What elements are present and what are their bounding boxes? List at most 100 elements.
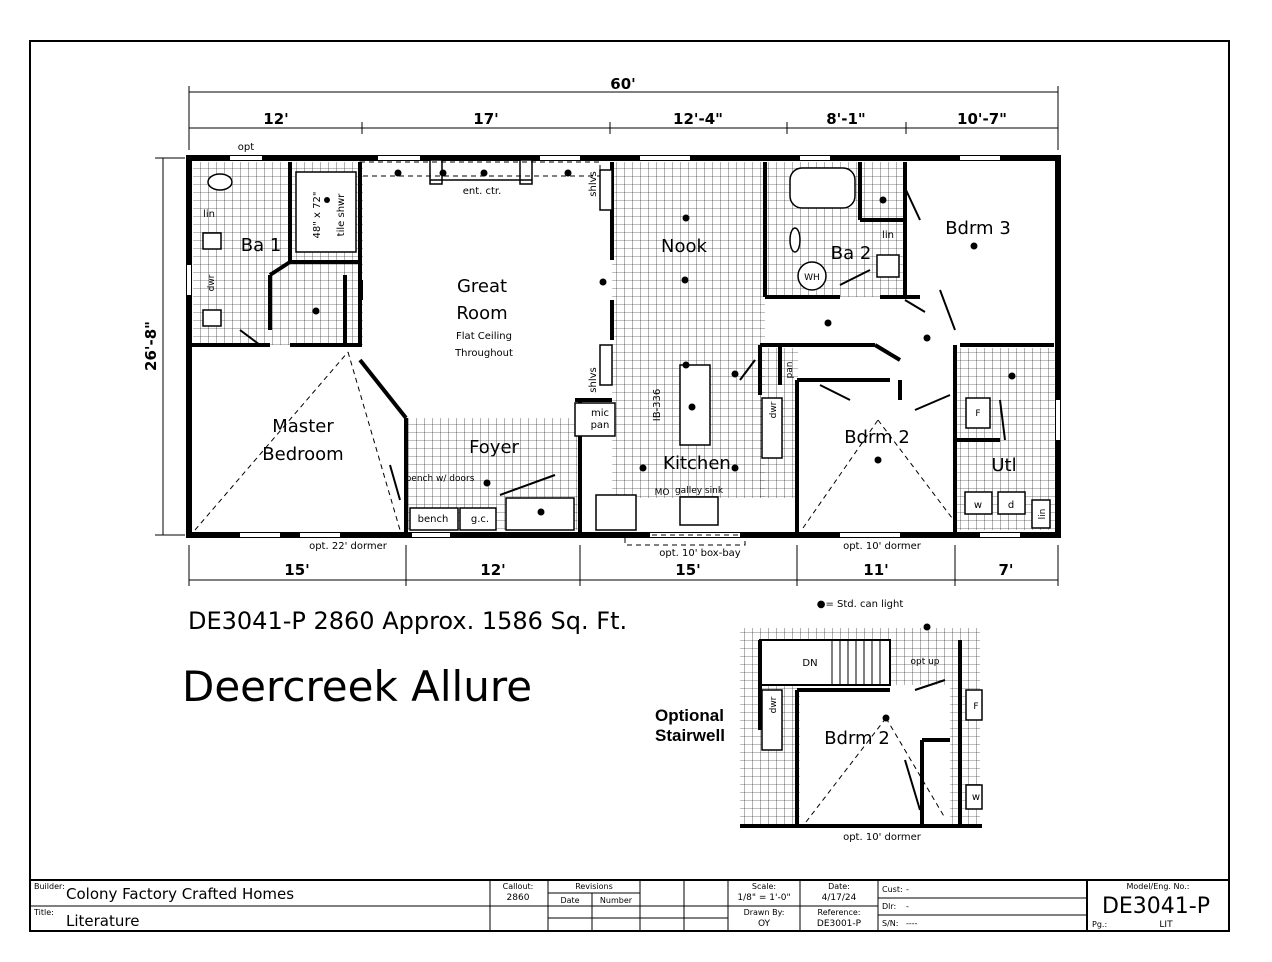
dim-depth: 26'-8" [142, 321, 160, 371]
dim-top-4: 8'-1" [826, 110, 866, 128]
note-box-bay: opt. 10' box-bay [659, 548, 741, 559]
room-bdrm3: Bdrm 3 [945, 218, 1011, 239]
room-ba2: Ba 2 [831, 243, 872, 264]
note-lin3: lin [1038, 509, 1048, 520]
inset-dormer: opt. 10' dormer [843, 832, 922, 843]
legend-can-light: ●= Std. can light [817, 599, 904, 610]
plan-name: Deercreek Allure [182, 662, 533, 711]
tb-cust: - [906, 885, 909, 894]
tb-builder-label: Builder: [34, 882, 65, 891]
room-kitchen: Kitchen [663, 453, 731, 474]
exterior-walls [186, 155, 1061, 538]
throughout: Throughout [454, 348, 513, 359]
inset-dwr: dwr [769, 696, 779, 713]
tb-callout-label: Callout: [503, 882, 534, 891]
door-swings [239, 189, 1006, 501]
note-wh: WH [804, 273, 820, 283]
tb-scale: 1/8" = 1'-0" [737, 893, 790, 903]
note-dwr-kitchen: dwr [769, 401, 779, 418]
room-foyer: Foyer [469, 437, 519, 458]
dim-bottom-3: 15' [675, 561, 700, 579]
tb-cust-label: Cust: [882, 885, 903, 894]
note-dormer-bdrm2: opt. 10' dormer [843, 541, 922, 552]
dim-top-3: 12'-4" [673, 110, 723, 128]
note-opt: opt [238, 142, 254, 153]
sheet-border [29, 40, 1230, 932]
inset-opt-up: opt up [910, 657, 939, 667]
dim-bottom-5: 7' [998, 561, 1013, 579]
tb-sn: ---- [906, 919, 918, 928]
tb-builder: Colony Factory Crafted Homes [66, 885, 294, 903]
note-gc: g.c. [471, 514, 489, 525]
interior-walls [192, 162, 1054, 535]
tb-model: DE3041-P [1102, 894, 1210, 919]
note-f: F [975, 409, 980, 419]
tb-drawn-by: OY [758, 919, 771, 929]
dim-top-2: 17' [473, 110, 498, 128]
dormer-lines [194, 161, 953, 546]
stairwell-inset [740, 623, 983, 828]
tb-sn-label: S/N: [882, 919, 898, 928]
tb-drawn-by-label: Drawn By: [744, 908, 785, 917]
note-mo: MO [655, 488, 670, 498]
inset-f: F [973, 702, 978, 712]
tb-callout: 2860 [507, 893, 530, 903]
tb-pg-label: Pg.: [1092, 920, 1107, 929]
note-tile-shower: tile shwr [336, 193, 347, 237]
note-mic: mic [591, 408, 609, 419]
room-utl: Utl [991, 455, 1016, 476]
tb-title-label: Title: [33, 908, 54, 917]
note-shlvs-top: shlvs [588, 171, 599, 196]
note-lin1: lin [203, 209, 215, 220]
note-d: d [1008, 500, 1014, 511]
dim-bottom-1: 15' [284, 561, 309, 579]
tb-reference: DE3001-P [817, 919, 862, 929]
note-ib: IB-336 [652, 389, 663, 422]
note-ent-ctr: ent. ctr. [463, 186, 502, 197]
tb-dlr: - [906, 902, 909, 911]
room-master: Master [272, 416, 334, 437]
room-master-2: Bedroom [262, 444, 343, 465]
tb-date: 4/17/24 [822, 893, 857, 903]
inset-bdrm2: Bdrm 2 [824, 728, 890, 749]
inset-w: w [972, 792, 980, 803]
dimension-lines [155, 86, 1059, 586]
room-great-2: Room [456, 303, 507, 324]
stairwell-label: Stairwell [655, 726, 725, 745]
tb-pg: LIT [1159, 920, 1173, 930]
can-lights [312, 169, 1016, 516]
inset-dn: DN [802, 658, 817, 669]
note-w: w [974, 500, 982, 511]
dim-bottom-4: 11' [863, 561, 888, 579]
room-great: Great [457, 276, 507, 297]
note-shlvs-bottom: shlvs [588, 367, 599, 392]
note-dwr-bath: dwr [207, 274, 217, 291]
note-lin2: lin [882, 230, 894, 241]
note-shower-size: 48" x 72" [312, 192, 323, 239]
room-nook: Nook [661, 236, 707, 257]
tb-model-label: Model/Eng. No.: [1127, 882, 1190, 891]
tb-date-col: Date [560, 896, 579, 905]
cabinetry [202, 159, 1051, 531]
tb-reference-label: Reference: [818, 908, 861, 917]
dim-overall-width: 60' [610, 75, 635, 93]
dim-top-1: 12' [263, 110, 288, 128]
tb-revisions-label: Revisions [575, 882, 613, 891]
tb-dlr-label: Dlr: [882, 902, 896, 911]
note-dormer-master: opt. 22' dormer [309, 541, 388, 552]
model-line: DE3041-P 2860 Approx. 1586 Sq. Ft. [188, 607, 628, 635]
tb-date-label: Date: [828, 882, 850, 891]
dim-bottom-2: 12' [480, 561, 505, 579]
tb-scale-label: Scale: [752, 882, 776, 891]
room-ba1: Ba 1 [241, 235, 282, 256]
note-galley-sink: galley sink [675, 486, 724, 496]
flat-ceiling: Flat Ceiling [456, 331, 512, 342]
note-mic-pan: pan [591, 420, 610, 431]
tb-number-col: Number [600, 896, 633, 905]
note-bench: bench [418, 514, 449, 525]
title-block-grid [30, 879, 1229, 931]
note-bench-doors: bench w/ doors [406, 474, 475, 484]
tb-title: Literature [66, 912, 139, 930]
optional-stairwell-label: Optional Stairwell [655, 706, 725, 746]
